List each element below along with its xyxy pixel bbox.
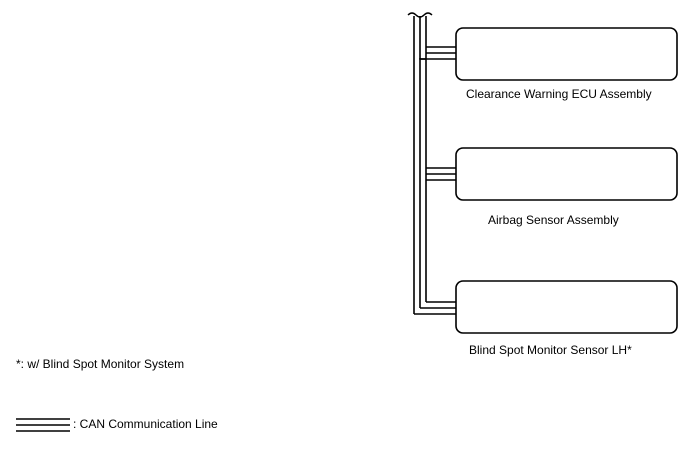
ecu-label: Clearance Warning ECU Assembly [466, 87, 652, 101]
branch-airbag [426, 167, 457, 181]
airbag-box [455, 147, 678, 201]
bsm-label: Blind Spot Monitor Sensor LH* [469, 343, 632, 357]
footnote: *: w/ Blind Spot Monitor System [16, 357, 185, 371]
can-bus-trunk [413, 16, 427, 314]
legend-label: : CAN Communication Line [73, 417, 218, 431]
ecu-box [455, 27, 678, 81]
airbag-label: Airbag Sensor Assembly [488, 213, 619, 227]
break-mark [407, 12, 433, 18]
bsm-box [455, 280, 678, 334]
legend-can-line-icon [16, 418, 70, 432]
branch-bsm [414, 301, 457, 315]
